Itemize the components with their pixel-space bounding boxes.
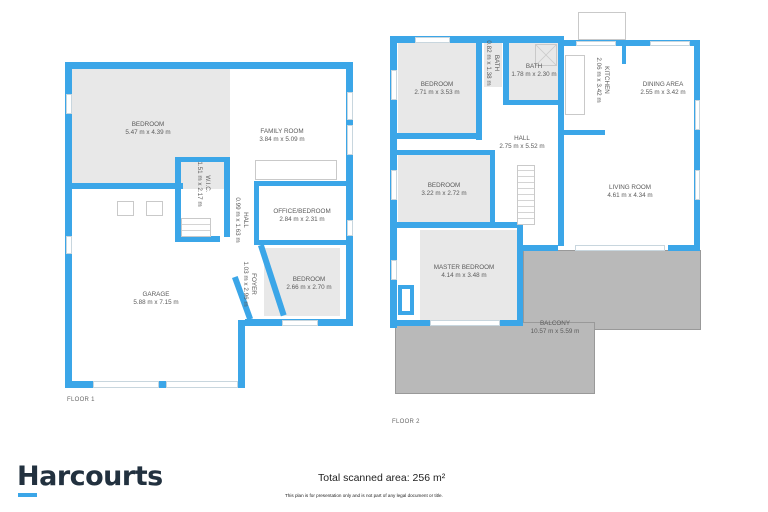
room-label-foyer: FOYER 1.03 m x 2.96 m [242,261,257,307]
disclaimer: This plan is for presentation only and i… [285,493,443,498]
room-label-kitchen: KITCHEN 2.06 m x 3.42 m [595,57,610,103]
room-label-living-room: LIVING ROOM 4.61 m x 4.34 m [607,184,653,199]
floor-1-label: FLOOR 1 [67,397,95,403]
room-label-bedroom-f2-2: BEDROOM 3.22 m x 2.72 m [421,182,467,197]
balcony-area-lower [395,322,595,394]
room-label-office-bedroom: OFFICE/BEDROOM 2.84 m x 2.31 m [273,208,331,223]
room-label-bath: BATH 1.78 m x 2.30 m [511,63,557,78]
room-label-balcony: BALCONY 10.57 m x 5.59 m [530,320,580,335]
room-label-garage: GARAGE 5.88 m x 7.15 m [133,291,179,306]
room-label-master-bedroom: MASTER BEDROOM 4.14 m x 3.48 m [433,264,495,279]
room-label-family-room: FAMILY ROOM 3.84 m x 5.09 m [259,128,305,143]
room-label-hall: HALL 0.99 m x 1.63 m [234,197,249,243]
room-label-bedroom-2: BEDROOM 2.66 m x 2.70 m [286,276,332,291]
balcony-area [523,250,701,330]
floor1-bedroom-area [72,68,230,189]
harcourts-logo: Harcourts [17,461,163,492]
room-label-bath-small: BATH 0.82 m x 1.38 m [485,40,500,86]
room-label-bedroom: BEDROOM 5.47 m x 4.39 m [125,121,171,136]
logo-accent-bar [18,493,37,497]
total-scanned-area: Total scanned area: 256 m² [318,472,446,484]
room-label-bedroom-f2: BEDROOM 2.71 m x 3.53 m [414,81,460,96]
room-label-hall-f2: HALL 2.75 m x 5.52 m [499,135,545,150]
floor-2-label: FLOOR 2 [392,419,420,425]
room-label-dining-area: DINING AREA 2.55 m x 3.42 m [640,81,686,96]
room-label-wic: W.I.C. 1.51 m x 2.17 m [196,161,211,207]
